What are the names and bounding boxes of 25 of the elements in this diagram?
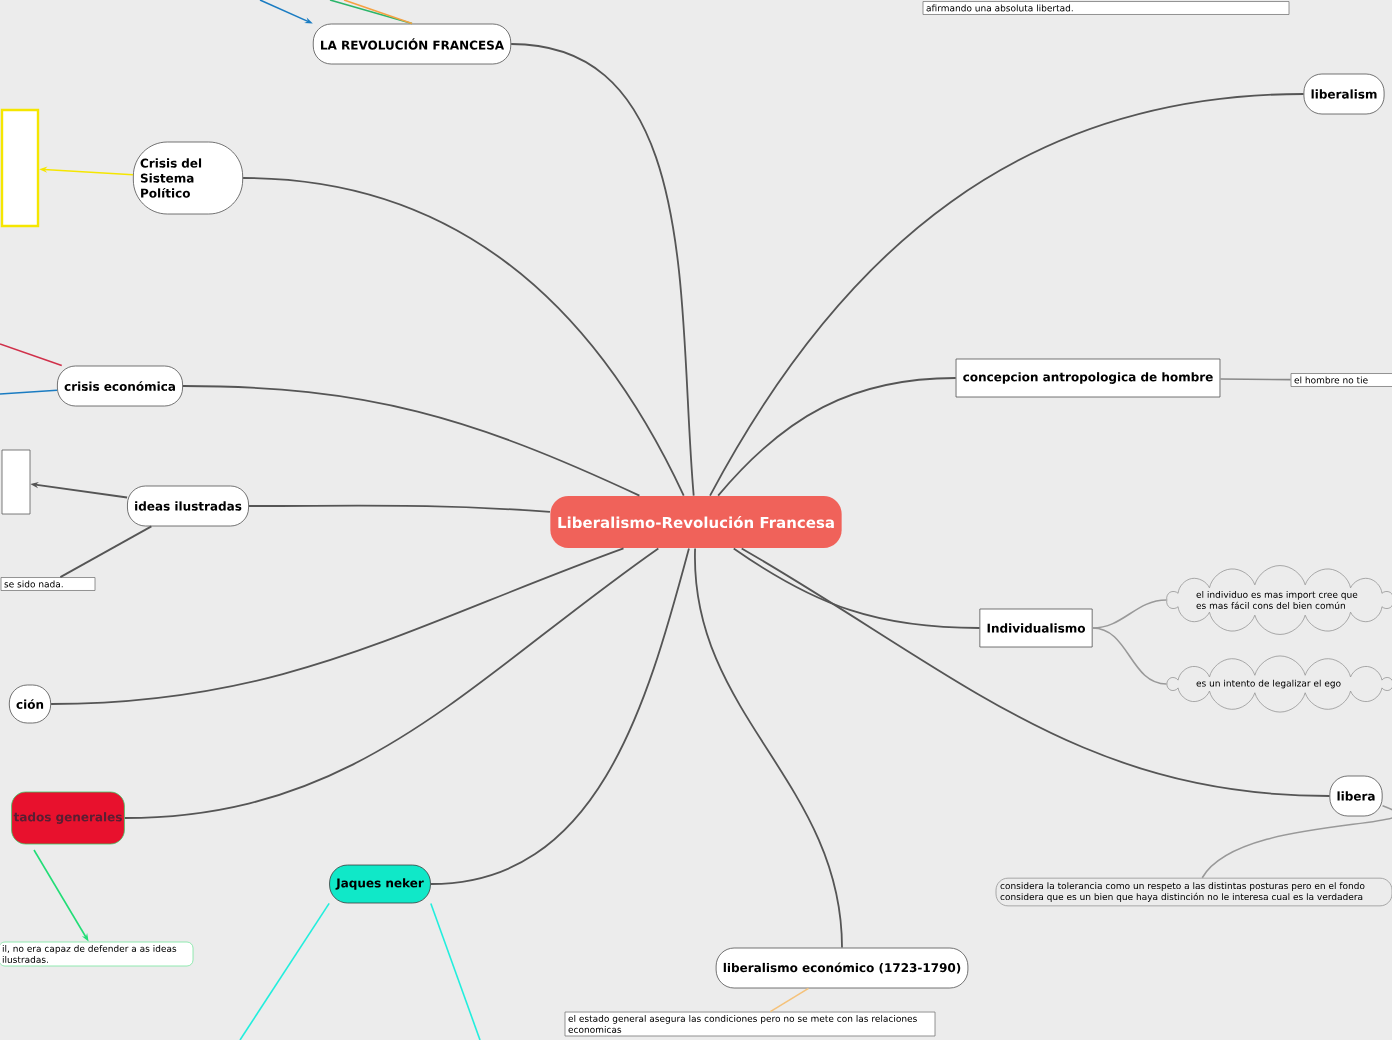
connector-line [510, 43, 695, 497]
connector-line [0, 389, 58, 395]
connector-line [123, 547, 660, 819]
connector-line [1219, 378, 1292, 381]
connector-line [1201, 804, 1392, 879]
connector-line [248, 504, 551, 513]
connector-line [429, 547, 690, 885]
connector-line [242, 177, 685, 497]
connector-line [740, 547, 1331, 797]
connector-line [59, 525, 153, 579]
connector-line [732, 547, 981, 629]
connector-line [430, 902, 481, 1040]
connector-line [182, 385, 641, 497]
connector-line [717, 377, 957, 497]
connector-line [709, 93, 1305, 497]
note-box [0, 108, 40, 228]
note-box [1, 449, 31, 515]
connector-line [1091, 599, 1168, 629]
connector-line [239, 902, 330, 1040]
connector-line [343, 0, 413, 25]
connector-line [0, 343, 63, 367]
connector-line [50, 547, 625, 705]
connector-line [694, 547, 843, 949]
connector-line [769, 987, 810, 1013]
connector-line [1091, 627, 1168, 685]
